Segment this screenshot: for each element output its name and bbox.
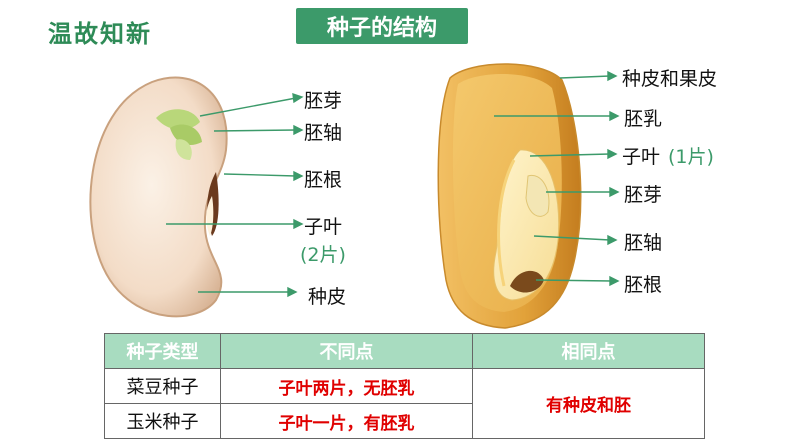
arrowhead-bean-cotyledon bbox=[293, 218, 304, 230]
pointer-corn-pericarp bbox=[559, 75, 611, 79]
label-corn-plumule: 胚芽 bbox=[624, 184, 663, 206]
table-row: 菜豆种子 子叶两片，无胚乳 有种皮和胚 bbox=[104, 368, 705, 439]
arrowhead-corn-pericarp bbox=[607, 70, 618, 82]
label-bean-seed-coat: 种皮 bbox=[308, 286, 347, 308]
pointer-corn-hypocotyl bbox=[533, 235, 611, 241]
seed-structure-diagram bbox=[89, 63, 620, 329]
arrowhead-bean-radicle bbox=[293, 170, 304, 182]
cell-type-corn: 玉米种子 bbox=[104, 403, 221, 439]
header-difference: 不同点 bbox=[220, 333, 473, 369]
pointer-bean-plumule bbox=[199, 97, 297, 117]
label-corn-hypocotyl: 胚轴 bbox=[624, 232, 663, 254]
cell-difference-bean: 子叶两片，无胚乳 bbox=[220, 368, 473, 404]
label-bean-cotyledon: 子叶 bbox=[304, 216, 343, 238]
pointer-corn-cotyledon bbox=[529, 153, 611, 157]
bean-radicle-shape bbox=[206, 196, 214, 236]
pointer-corn-radicle bbox=[535, 279, 613, 282]
corn-scutellum-line bbox=[497, 159, 516, 287]
arrowhead-corn-hypocotyl bbox=[607, 234, 618, 246]
corn-plumule-shape bbox=[525, 174, 550, 217]
corn-kernel-illustration bbox=[437, 63, 582, 329]
label-corn-radicle: 胚根 bbox=[624, 274, 663, 296]
table-header-row: 种子类型 不同点 相同点 bbox=[104, 333, 705, 369]
label-corn-endosperm: 胚乳 bbox=[624, 108, 663, 130]
bean-plumule-leaves bbox=[156, 109, 200, 130]
label-bean-hypocotyl: 胚轴 bbox=[304, 122, 343, 144]
corn-radicle-shape bbox=[510, 270, 544, 293]
arrowhead-corn-endosperm bbox=[609, 110, 620, 122]
cell-type-bean: 菜豆种子 bbox=[104, 368, 221, 404]
arrowhead-bean-seed-coat bbox=[287, 286, 298, 298]
label-bean-plumule: 胚芽 bbox=[304, 90, 343, 112]
pointer-bean-hypocotyl bbox=[213, 129, 297, 132]
arrowhead-corn-radicle bbox=[609, 275, 620, 287]
comparison-table: 种子类型 不同点 相同点 菜豆种子 子叶两片，无胚乳 有种皮和胚 玉米种子 子叶… bbox=[104, 333, 705, 439]
table-row: 玉米种子 子叶一片，有胚乳 bbox=[104, 403, 705, 439]
bean-seed-coat bbox=[89, 76, 228, 318]
header-seed-type: 种子类型 bbox=[104, 333, 221, 369]
cell-difference-corn: 子叶一片，有胚乳 bbox=[220, 403, 473, 439]
label-corn-cotyledon: 子叶 (1片) bbox=[622, 142, 714, 169]
arrowhead-corn-cotyledon bbox=[607, 148, 618, 160]
label-bean-radicle: 胚根 bbox=[304, 169, 343, 191]
corner-title: 温故知新 bbox=[48, 19, 152, 48]
bean-seed-illustration bbox=[89, 76, 228, 318]
section-title: 种子的结构 bbox=[296, 8, 468, 44]
label-bean-cotyledon-count: (2片) bbox=[300, 244, 346, 266]
arrowhead-corn-plumule bbox=[609, 186, 620, 198]
header-common: 相同点 bbox=[472, 333, 705, 369]
label-corn-cotyledon-count: (1片) bbox=[668, 146, 714, 168]
arrowhead-bean-hypocotyl bbox=[293, 124, 304, 136]
pointer-bean-radicle bbox=[223, 173, 297, 177]
cell-common: 有种皮和胚 bbox=[472, 368, 705, 439]
bean-plumule-leaf-light bbox=[175, 139, 192, 160]
label-corn-cotyledon-text: 子叶 bbox=[622, 146, 661, 168]
label-corn-pericarp: 种皮和果皮 bbox=[622, 68, 718, 90]
arrowhead-bean-plumule bbox=[292, 92, 304, 104]
